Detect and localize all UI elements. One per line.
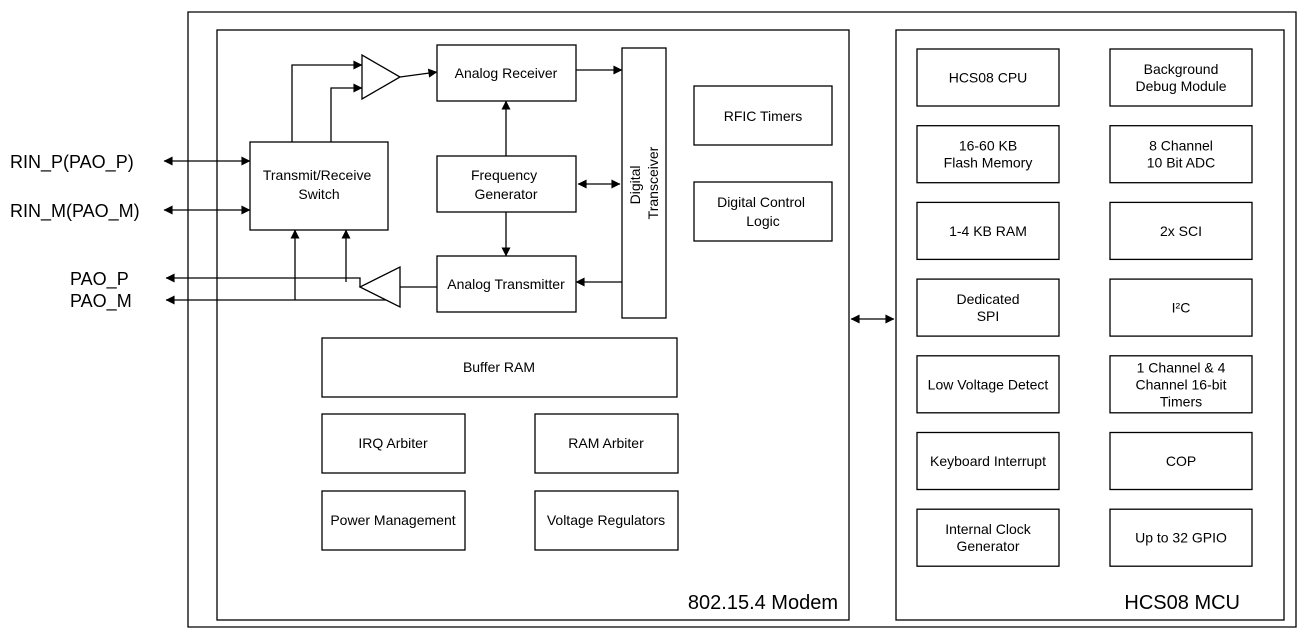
pin-rin-m: RIN_M(PAO_M) [10, 201, 140, 222]
digital-transceiver-block: Digital Transceiver [621, 47, 667, 319]
analog-receiver-block: Analog Receiver [436, 44, 577, 102]
digital-transceiver-label-1: Digital [627, 165, 643, 204]
freq-gen-label-2: Generator [474, 186, 537, 202]
mcu-block-label: Keyboard Interrupt [930, 453, 1046, 469]
mcu-container [895, 29, 1285, 621]
ram-arbiter-label: RAM Arbiter [568, 435, 644, 451]
analog-transmitter-block: Analog Transmitter [436, 255, 577, 313]
pin-rin-p: RIN_P(PAO_P) [10, 152, 134, 173]
modem-container [216, 29, 850, 621]
digital-control-logic-label-2: Logic [746, 213, 779, 229]
mcu-block-label: 16-60 KB [959, 138, 1017, 154]
digital-transceiver-label-2: Transceiver [645, 146, 661, 219]
digital-control-logic-label-1: Digital Control [717, 194, 805, 210]
trx-switch-label-2: Switch [298, 186, 339, 202]
mcu-block-label: COP [1166, 453, 1196, 469]
analog-transmitter-label: Analog Transmitter [447, 276, 565, 292]
pin-pao-p: PAO_P [70, 269, 129, 290]
mcu-block-label: Generator [956, 538, 1019, 554]
chip-outline [187, 11, 1297, 628]
mcu-block: 1-4 KB RAM [916, 201, 1060, 261]
mcu-block: I²C [1109, 278, 1253, 337]
transmit-receive-switch-block: Transmit/Receive Switch [249, 141, 389, 231]
voltage-regulators-block: Voltage Regulators [534, 490, 679, 551]
buffer-ram-block: Buffer RAM [321, 337, 678, 398]
mcu-block-label: Channel 16-bit [1135, 376, 1226, 392]
irq-arbiter-label: IRQ Arbiter [358, 435, 428, 451]
modem-connections [163, 60, 895, 324]
mcu-block: COP [1109, 431, 1253, 491]
rfic-timers-label: RFIC Timers [724, 108, 803, 124]
svg-text:Digital Control Logic: Digital Control Logic [717, 194, 809, 229]
svg-text:Transmit/Receive Switch: Transmit/Receive Switch [263, 167, 375, 202]
mcu-block-label: Low Voltage Detect [928, 376, 1049, 392]
mcu-block-label: 8 Channel [1149, 138, 1213, 154]
irq-arbiter-block: IRQ Arbiter [321, 413, 466, 474]
analog-receiver-label: Analog Receiver [455, 65, 558, 81]
mcu-block: Up to 32 GPIO [1109, 508, 1253, 567]
mcu-block-label: 10 Bit ADC [1147, 155, 1215, 171]
mcu-block-label: Dedicated [956, 291, 1019, 307]
pin-pao-m: PAO_M [70, 291, 132, 312]
mcu-block-label: SPI [977, 308, 1000, 324]
mcu-title: HCS08 MCU [1124, 592, 1240, 614]
mcu-block: Keyboard Interrupt [916, 431, 1060, 491]
buffer-ram-label: Buffer RAM [463, 359, 535, 375]
trx-switch-label-1: Transmit/Receive [263, 167, 372, 183]
power-management-label: Power Management [330, 512, 455, 528]
mcu-block: Low Voltage Detect [916, 355, 1060, 414]
mcu-block-label: Internal Clock [945, 521, 1032, 537]
transmit-amplifier [358, 265, 401, 309]
mcu-block-label: Background [1144, 61, 1219, 77]
mcu-block-label: 1-4 KB RAM [949, 223, 1027, 239]
svg-text:Digital Transceiver: Digital Transceiver [627, 146, 661, 219]
mcu-block: 2x SCI [1109, 201, 1253, 261]
modem-title: 802.15.4 Modem [688, 592, 838, 614]
frequency-generator-block: Frequency Generator [436, 155, 577, 213]
rfic-timers-block: RFIC Timers [693, 85, 833, 146]
freq-gen-label-1: Frequency [471, 167, 537, 183]
mcu-block-label: Flash Memory [944, 155, 1033, 171]
svg-text:Frequency Generator: Frequency Generator [471, 167, 541, 202]
mcu-block-label: Up to 32 GPIO [1135, 530, 1227, 546]
mcu-block-label: HCS08 CPU [949, 70, 1028, 86]
mcu-block-label: 2x SCI [1160, 223, 1202, 239]
mcu-block: HCS08 CPU [916, 48, 1060, 107]
mcu-block-label: Timers [1160, 393, 1202, 409]
mcu-block-label: Debug Module [1135, 78, 1226, 94]
power-management-block: Power Management [321, 490, 466, 551]
mcu-block-label: I²C [1172, 300, 1191, 316]
voltage-regulators-label: Voltage Regulators [547, 512, 665, 528]
receive-amplifier [361, 53, 402, 101]
digital-control-logic-block: Digital Control Logic [693, 181, 833, 242]
ram-arbiter-block: RAM Arbiter [534, 413, 679, 474]
mcu-block-label: 1 Channel & 4 [1137, 359, 1226, 375]
